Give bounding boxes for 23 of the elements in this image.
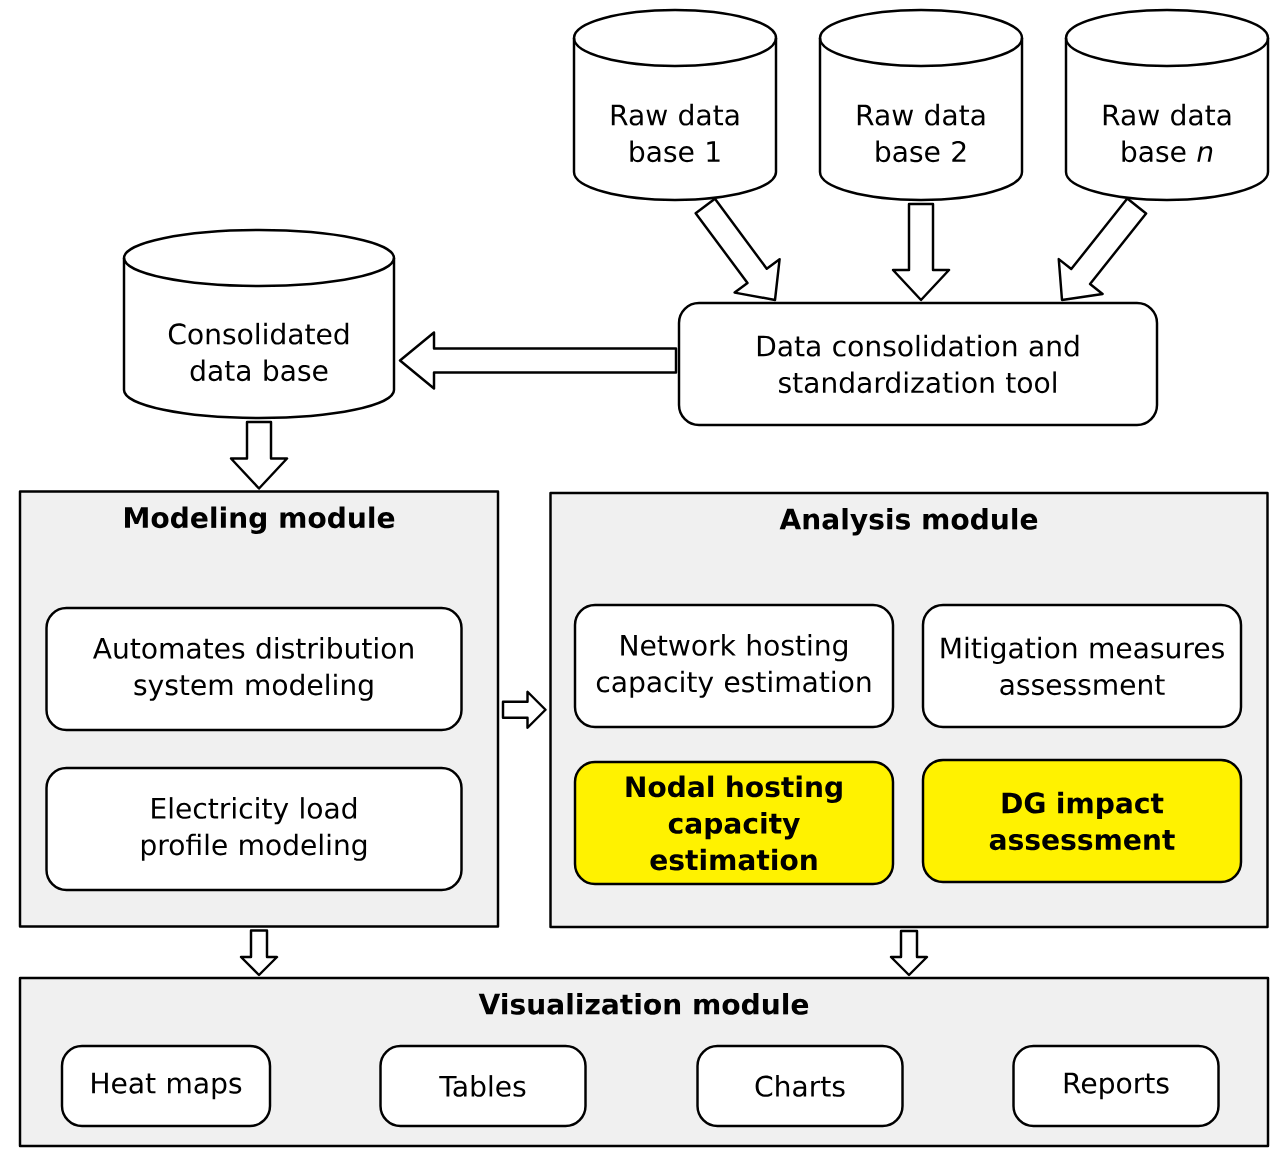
block-arrow xyxy=(889,929,929,977)
block-arrow xyxy=(239,929,279,977)
rounded-box: Data consolidation and standardization tool xyxy=(677,301,1159,427)
rounded-box: Network hosting capacity estimation xyxy=(573,603,895,729)
rounded-box: Electricity load profile modeling xyxy=(45,766,463,892)
highlighted-box: DG impact assessment xyxy=(921,758,1243,884)
block-arrow xyxy=(398,331,678,390)
rounded-box: Reports xyxy=(1012,1044,1220,1128)
database-cylinder: Raw data base 1 xyxy=(572,8,778,202)
block-arrow xyxy=(1057,197,1148,302)
rounded-box: Heat maps xyxy=(60,1044,272,1128)
highlighted-box: Nodal hosting capacity estimation xyxy=(573,760,895,886)
database-cylinder: Raw data base 2 xyxy=(818,8,1024,202)
block-arrow xyxy=(891,202,951,302)
block-arrow xyxy=(229,420,289,490)
database-cylinder: Raw data base n xyxy=(1064,8,1270,202)
rounded-box: Tables xyxy=(379,1044,587,1128)
block-arrow xyxy=(501,690,547,729)
rounded-box: Charts xyxy=(696,1044,904,1128)
block-arrow xyxy=(694,197,781,302)
database-cylinder: Consolidated data base xyxy=(122,228,396,420)
rounded-box: Automates distribution system modeling xyxy=(45,606,463,732)
rounded-box: Mitigation measures assessment xyxy=(921,603,1243,729)
